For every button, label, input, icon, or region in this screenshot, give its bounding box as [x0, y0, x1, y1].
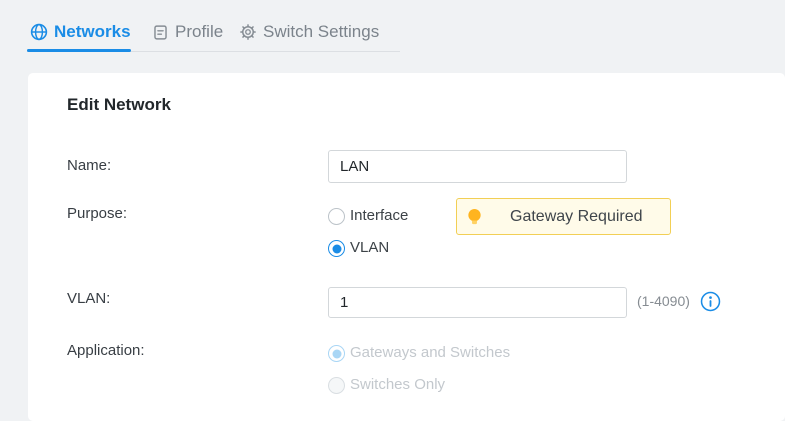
- gateway-required-badge: Gateway Required: [456, 198, 671, 235]
- tab-networks[interactable]: Networks: [30, 20, 131, 44]
- bulb-icon: [466, 208, 483, 226]
- application-label: Application:: [67, 342, 145, 359]
- vlan-range-hint: (1-4090): [637, 293, 690, 309]
- active-tab-underline: [27, 49, 131, 52]
- edit-network-panel: Edit Network Name: Purpose: Interface Ga…: [28, 73, 785, 421]
- tab-switch-settings[interactable]: Switch Settings: [239, 20, 379, 44]
- vlan-label: VLAN:: [67, 290, 111, 307]
- application-radio-gateways-and-switches-label: Gateways and Switches: [350, 344, 511, 361]
- vlan-input[interactable]: [328, 287, 627, 318]
- tab-networks-label: Networks: [54, 22, 131, 41]
- gear-icon: [239, 23, 257, 41]
- document-icon: [152, 24, 169, 41]
- purpose-radio-interface[interactable]: [328, 208, 345, 225]
- application-radio-gateways-and-switches: [328, 345, 345, 362]
- globe-icon: [30, 23, 48, 41]
- info-icon[interactable]: [700, 291, 721, 312]
- purpose-radio-interface-label[interactable]: Interface: [350, 207, 409, 224]
- tab-switch-settings-label: Switch Settings: [263, 22, 380, 41]
- application-radio-switches-only: [328, 377, 345, 394]
- tab-profile-label: Profile: [175, 22, 224, 41]
- purpose-radio-vlan[interactable]: [328, 240, 345, 257]
- tabbar-divider: [27, 51, 400, 52]
- gateway-required-badge-label: Gateway Required: [510, 207, 643, 225]
- name-label: Name:: [67, 157, 112, 174]
- panel-title: Edit Network: [67, 95, 171, 114]
- application-radio-switches-only-label: Switches Only: [350, 376, 446, 393]
- name-input[interactable]: [328, 150, 627, 183]
- purpose-radio-vlan-label[interactable]: VLAN: [350, 239, 390, 256]
- tab-profile[interactable]: Profile: [152, 20, 223, 44]
- purpose-label: Purpose:: [67, 205, 128, 222]
